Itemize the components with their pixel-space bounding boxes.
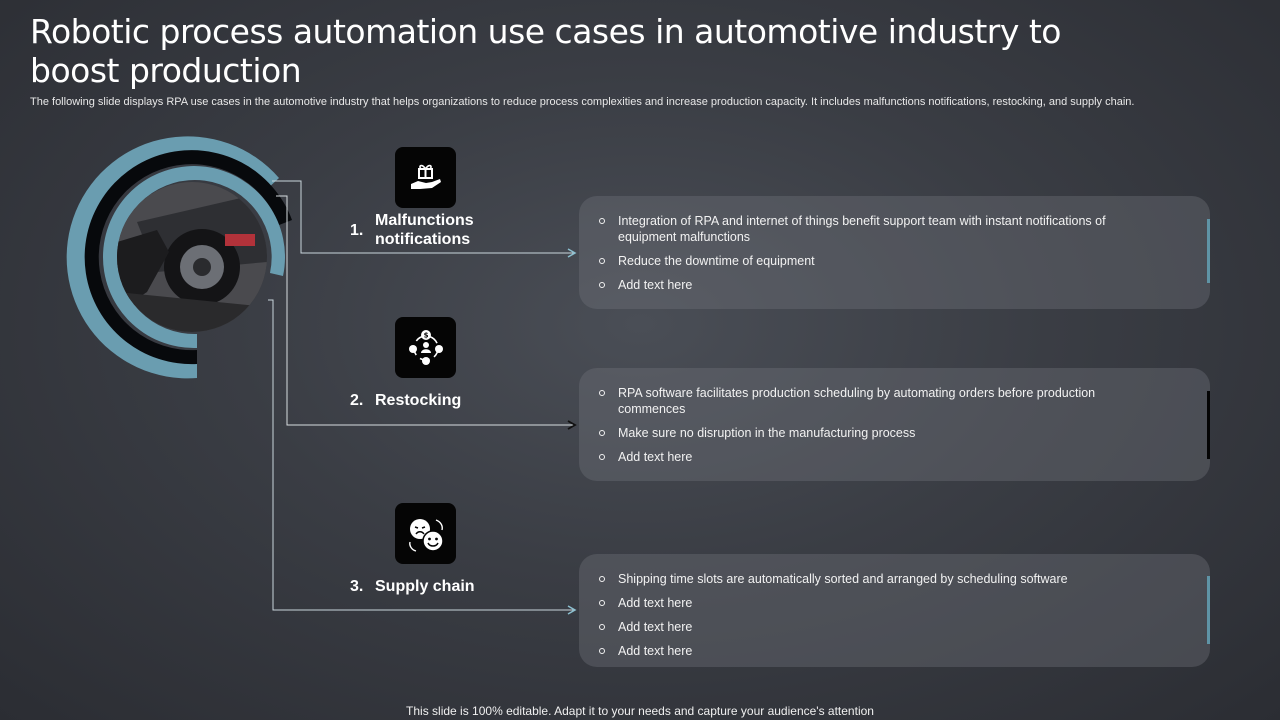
bullet-item: Make sure no disruption in the manufactu… (598, 425, 1118, 441)
bullet-item: Add text here (598, 595, 1118, 611)
case-name: Supply chain (375, 578, 475, 595)
card-accent-bar (1207, 219, 1210, 283)
resource-cycle-icon: $ (408, 329, 443, 365)
restocking-bullet-list: RPA software facilitates production sche… (598, 385, 1118, 473)
slide-subtitle: The following slide displays RPA use cas… (30, 96, 1135, 108)
case-number: 1. (350, 222, 364, 239)
bullet-item: Shipping time slots are automatically so… (598, 571, 1118, 587)
slide-footer: This slide is 100% editable. Adapt it to… (406, 704, 874, 718)
bullet-item: Add text here (598, 643, 1118, 659)
slide-title: Robotic process automation use cases in … (30, 12, 1062, 90)
case-supply-chain-label: 3. Supply chain (350, 577, 505, 596)
case-number: 2. (350, 392, 364, 409)
svg-text:$: $ (423, 331, 428, 339)
card-accent-bar (1207, 576, 1210, 644)
case-number: 3. (350, 578, 364, 595)
malfunctions-bullet-list: Integration of RPA and internet of thing… (598, 213, 1118, 301)
bullet-item: Add text here (598, 619, 1118, 635)
restocking-card: RPA software facilitates production sche… (579, 368, 1210, 481)
case-name: Malfunctions notifications (375, 212, 474, 248)
malfunctions-card: Integration of RPA and internet of thing… (579, 196, 1210, 309)
smiley-faces-icon (408, 518, 444, 552)
connector-supply-chain (268, 299, 577, 615)
malfunctions-icon-box (395, 147, 456, 208)
car-repair-photo (117, 182, 267, 332)
bullet-item: Add text here (598, 449, 1118, 465)
case-restocking-label: 2. Restocking (350, 391, 505, 410)
hand-holding-gift-icon (410, 164, 441, 189)
outer-ring-arc (66, 136, 279, 379)
bullet-item: Add text here (598, 277, 1118, 293)
bullet-item: RPA software facilitates production sche… (598, 385, 1118, 417)
supply-chain-bullet-list: Shipping time slots are automatically so… (598, 571, 1118, 667)
supply-chain-card: Shipping time slots are automatically so… (579, 554, 1210, 667)
connector-malfunctions (272, 180, 577, 258)
case-name: Restocking (375, 392, 462, 409)
supply-chain-icon-box (395, 503, 456, 564)
restocking-icon-box: $ (395, 317, 456, 378)
bullet-item: Reduce the downtime of equipment (598, 253, 1118, 269)
connector-restocking (276, 195, 577, 430)
case-malfunctions-label: 1. Malfunctions notifications (350, 211, 505, 249)
card-accent-bar (1207, 391, 1210, 459)
bullet-item: Integration of RPA and internet of thing… (598, 213, 1118, 245)
